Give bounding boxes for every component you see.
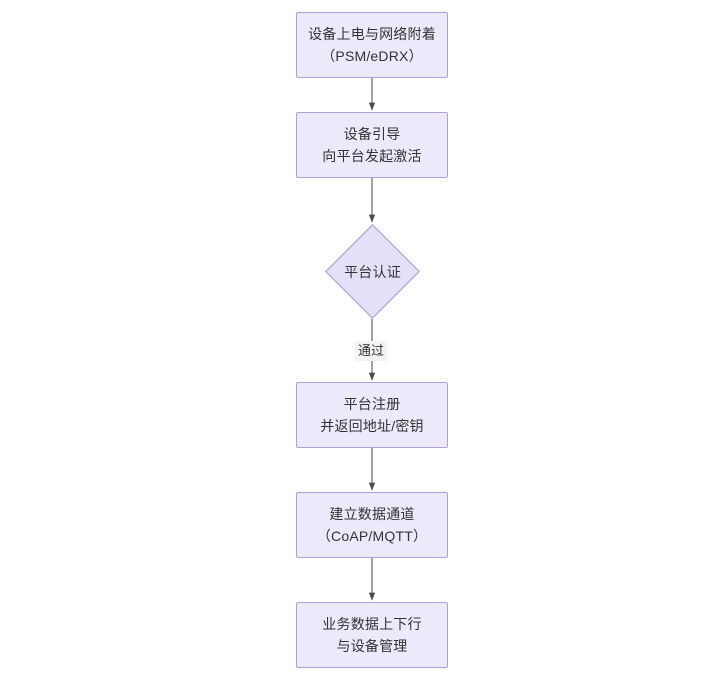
edge-label-text: 通过 [358, 343, 385, 358]
node-platform-authentication[interactable]: 平台认证 [325, 224, 420, 319]
node-label: 设备上电与网络附着 （PSM/eDRX） [308, 26, 436, 64]
node-device-power-on[interactable]: 设备上电与网络附着 （PSM/eDRX） [296, 12, 448, 78]
node-establish-data-channel[interactable]: 建立数据通道 （CoAP/MQTT） [296, 492, 448, 558]
node-platform-registration[interactable]: 平台注册 并返回地址/密钥 [296, 382, 448, 448]
diamond-shape [325, 224, 420, 319]
node-business-data-and-device-management[interactable]: 业务数据上下行 与设备管理 [296, 602, 448, 668]
node-label: 平台注册 并返回地址/密钥 [320, 396, 424, 434]
node-label: 业务数据上下行 与设备管理 [322, 616, 422, 654]
edge-label-pass: 通过 [355, 341, 388, 361]
node-label: 平台认证 [344, 263, 401, 280]
node-label: 设备引导 向平台发起激活 [322, 126, 422, 164]
node-device-bootstrap[interactable]: 设备引导 向平台发起激活 [296, 112, 448, 178]
node-label: 建立数据通道 （CoAP/MQTT） [316, 506, 428, 544]
